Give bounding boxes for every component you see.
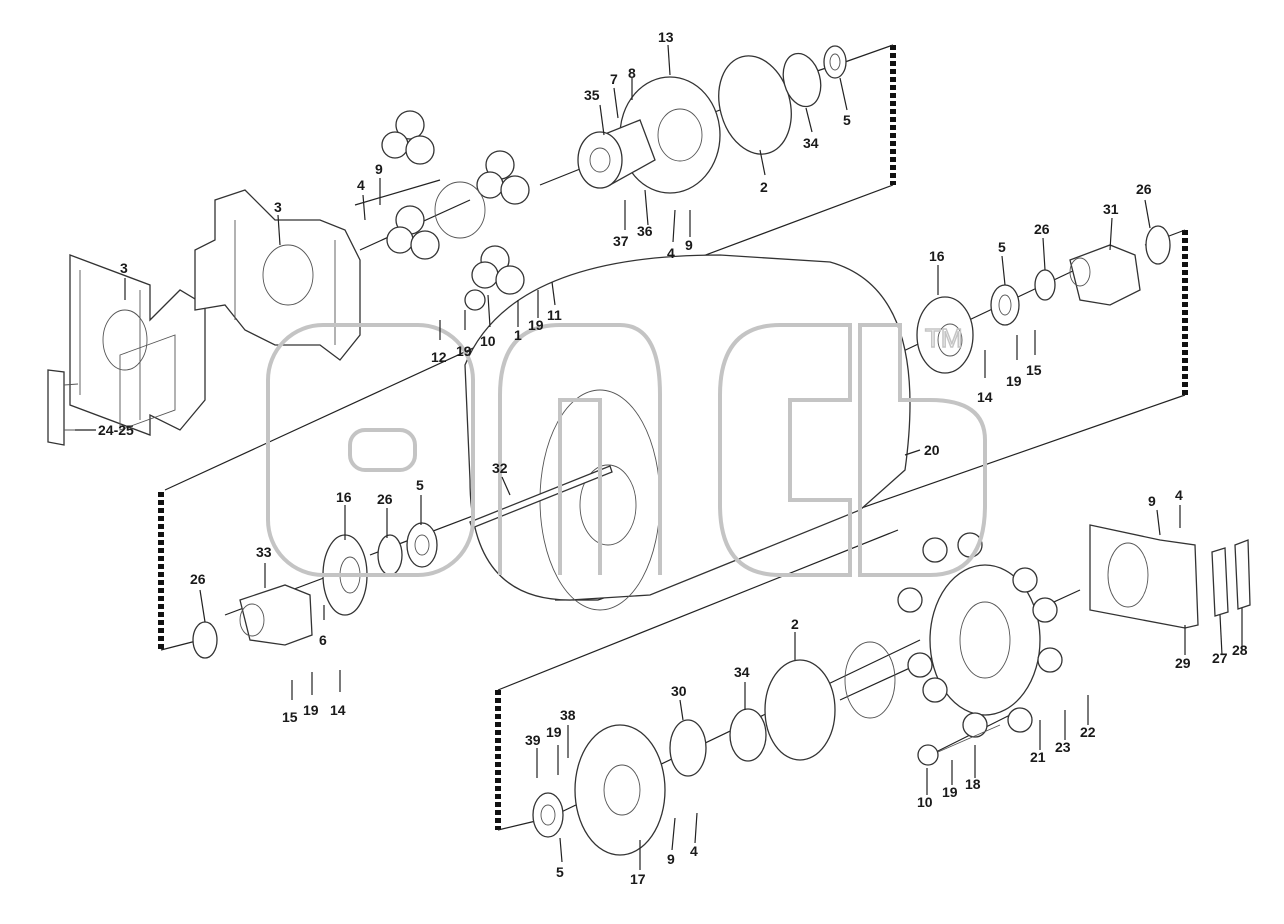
planet-carrier-21: [897, 532, 1063, 738]
label-10-upper: 10: [480, 333, 496, 349]
label-21: 21: [1030, 749, 1046, 765]
side-frame-3-left: [69, 254, 206, 436]
label-26-far-right: 26: [1136, 181, 1152, 197]
shim-28: [1234, 539, 1251, 610]
shim-27: [1211, 547, 1229, 617]
label-2-lower: 2: [791, 616, 799, 632]
watermark-tm: TM: [925, 323, 963, 353]
label-38: 38: [560, 707, 576, 723]
label-4-upper: 4: [667, 245, 675, 261]
label-4-bracket: 4: [1175, 487, 1183, 503]
label-5-lower: 5: [556, 864, 564, 880]
label-34-upper: 34: [803, 135, 819, 151]
label-14-right: 14: [977, 389, 993, 405]
label-26-right: 26: [1034, 221, 1050, 237]
label-3-right-frame: 3: [274, 199, 282, 215]
label-28: 28: [1232, 642, 1248, 658]
bearing-5-left: [406, 522, 438, 568]
bearing-5-lower: [532, 792, 564, 838]
dashed-connectors: [158, 45, 1188, 830]
label-19-right: 19: [1006, 373, 1022, 389]
label-24-25: 24-25: [98, 422, 134, 438]
label-2-upper: 2: [760, 179, 768, 195]
bearing-5-upper: [823, 45, 847, 79]
label-5-right: 5: [998, 239, 1006, 255]
label-9-upper: 9: [685, 237, 693, 253]
label-12: 12: [431, 349, 447, 365]
label-20: 20: [924, 442, 940, 458]
label-9-lower: 9: [667, 851, 675, 867]
seal-ring-2-lower: [764, 659, 836, 761]
label-6: 6: [319, 632, 327, 648]
label-22: 22: [1080, 724, 1096, 740]
mounting-plate-24-25: [47, 369, 79, 446]
planet-gears-upper: [381, 110, 530, 311]
label-16-right: 16: [929, 248, 945, 264]
label-4-cluster: 4: [357, 177, 365, 193]
gasket-30: [669, 719, 707, 777]
watermark-logo: TM: [266, 322, 987, 577]
sun-gear-hub: [844, 641, 896, 719]
label-14-left: 14: [330, 702, 346, 718]
label-34-lower: 34: [734, 664, 750, 680]
motor-31: [1069, 244, 1141, 306]
label-10-lower: 10: [917, 794, 933, 810]
label-19-cluster-a: 19: [528, 317, 544, 333]
o-ring-34-upper: [782, 52, 822, 108]
label-35: 35: [584, 87, 600, 103]
snap-ring-26-left: [377, 534, 403, 576]
label-9-cluster: 9: [375, 161, 383, 177]
label-1: 1: [514, 327, 522, 343]
o-ring-34-lower: [729, 708, 767, 762]
label-17: 17: [630, 871, 646, 887]
label-27: 27: [1212, 650, 1228, 666]
side-frame-3-right: [194, 189, 361, 361]
snap-ring-26-right: [1034, 269, 1056, 301]
label-30: 30: [671, 683, 687, 699]
label-11: 11: [547, 307, 562, 323]
part-labels: 13 35 7 8 34 5 2 37 36 4 9 4 9 3 3 26 31…: [98, 29, 1248, 887]
label-15-right: 15: [1026, 362, 1042, 378]
snap-ring-26-lower-left: [192, 621, 218, 659]
label-7: 7: [610, 71, 618, 87]
label-8: 8: [628, 65, 636, 81]
label-3-left-frame: 3: [120, 260, 128, 276]
label-23: 23: [1055, 739, 1071, 755]
label-5-upper: 5: [843, 112, 851, 128]
label-19-lower-left: 19: [546, 724, 562, 740]
drum-20: [464, 254, 911, 611]
label-32: 32: [492, 460, 508, 476]
motor-33: [239, 584, 313, 646]
label-19-pin: 19: [942, 784, 958, 800]
label-19-left: 19: [303, 702, 319, 718]
label-4-lower: 4: [690, 843, 698, 859]
label-5-left: 5: [416, 477, 424, 493]
mounting-bracket-29: [1089, 524, 1199, 629]
gear-hub-upper: [577, 76, 721, 194]
label-33: 33: [256, 544, 272, 560]
flange-16-right: [916, 296, 974, 374]
snap-ring-26-far-right: [1145, 225, 1171, 265]
label-39: 39: [525, 732, 541, 748]
label-36: 36: [637, 223, 653, 239]
label-26-left: 26: [377, 491, 393, 507]
label-31: 31: [1103, 201, 1119, 217]
label-29: 29: [1175, 655, 1191, 671]
label-19-cluster-b: 19: [456, 343, 472, 359]
leader-lines: [75, 44, 1243, 870]
label-26-lower-left: 26: [190, 571, 206, 587]
label-9-bracket: 9: [1148, 493, 1156, 509]
bearing-5-right: [990, 284, 1020, 326]
label-37: 37: [613, 233, 629, 249]
end-cover-17: [574, 724, 666, 856]
label-13: 13: [658, 29, 674, 45]
label-18: 18: [965, 776, 981, 792]
planet-pin-18: [917, 724, 1001, 766]
label-15-left: 15: [282, 709, 298, 725]
label-16-left: 16: [336, 489, 352, 505]
